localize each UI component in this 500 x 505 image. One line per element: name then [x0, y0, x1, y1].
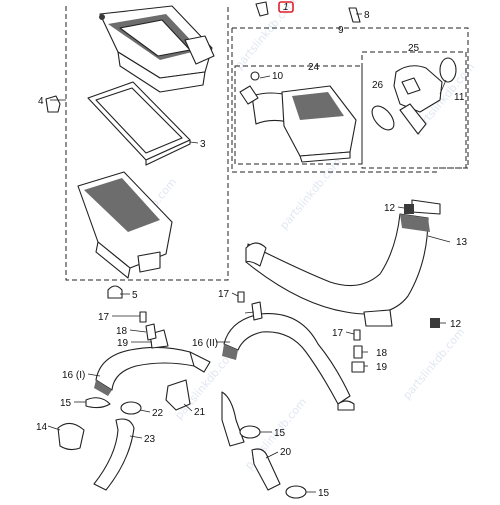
callout-17-right: 17: [332, 328, 344, 339]
stud-part-17: [237, 291, 245, 303]
hose-part-16-ii: [222, 313, 355, 411]
callout-14: 14: [36, 422, 48, 433]
callout-17-middle: 17: [218, 289, 230, 300]
clamp-part-22: [120, 401, 142, 415]
callout-21: 21: [194, 407, 206, 418]
highlight-box: [278, 1, 294, 13]
callout-4: 4: [38, 96, 44, 107]
callout-12-bottom: 12: [450, 319, 462, 330]
stud-part-17: [353, 329, 361, 341]
callout-18-left: 18: [116, 326, 128, 337]
callout-24: 24: [308, 62, 320, 73]
clamp-part-15: [239, 425, 261, 439]
watermark: partslinkdb.com: [277, 156, 344, 232]
leader-lines: [47, 13, 451, 493]
callout-15-bottom: 15: [318, 488, 330, 499]
callout-25: 25: [408, 43, 420, 54]
callout-8: 8: [364, 10, 370, 21]
stud-part-18: [353, 345, 363, 359]
resonator-assembly: [239, 71, 357, 163]
callout-3: 3: [200, 139, 206, 150]
callout-26: 26: [372, 80, 384, 91]
clip-part-1: [255, 1, 269, 17]
callout-19-left: 19: [117, 338, 129, 349]
grommet-part-4: [45, 95, 61, 113]
stud-part-18: [251, 301, 263, 321]
intake-duct-part-13: [245, 199, 441, 327]
hose-part-23: [93, 418, 135, 491]
throttle-body-assembly: [371, 57, 457, 135]
callout-18-right: 18: [376, 348, 388, 359]
callout-labels: 1 3 4 5 8 9 10 11 12 12 13 14 15 15 15 1…: [36, 2, 468, 499]
callout-13: 13: [456, 237, 468, 248]
callout-17-left: 17: [98, 312, 110, 323]
callout-11: 11: [454, 92, 465, 103]
callout-9: 9: [338, 25, 344, 36]
pin-part-8: [348, 7, 361, 23]
callout-20: 20: [280, 447, 292, 458]
clamp-part-15: [285, 485, 307, 499]
callout-5: 5: [132, 290, 138, 301]
stud-part-17: [139, 311, 147, 323]
clamp-part-15: [85, 397, 111, 409]
watermark: partslinkdb.com: [400, 326, 467, 402]
air-cleaner-group-box: [65, 6, 229, 281]
air-cleaner-lower-housing: [77, 171, 173, 279]
grommet-part-19: [351, 361, 365, 373]
air-cleaner-upper-housing: [99, 5, 215, 93]
callout-15-middle: 15: [274, 428, 286, 439]
hose-middle: [221, 391, 245, 447]
callout-16-i: 16 (I): [62, 370, 85, 381]
intake-group-box-9: [232, 27, 469, 169]
inlet-duct-part-14: [57, 422, 85, 451]
bracket-part-21: [165, 379, 191, 411]
throttle-group-box-25: [361, 51, 467, 169]
hose-part-20: [251, 448, 281, 491]
callout-1: 1: [283, 2, 289, 13]
callout-22: 22: [152, 408, 164, 419]
bolt-part-12: [430, 318, 440, 328]
callout-15-left: 15: [60, 398, 72, 409]
callout-19-right: 19: [376, 362, 388, 373]
intake-group-box-9-bottom: [231, 28, 438, 173]
air-filter-element: [87, 81, 191, 166]
callout-10: 10: [272, 71, 284, 82]
mounting-foot-part-5: [107, 285, 123, 299]
callout-12-top: 12: [384, 203, 396, 214]
callout-23: 23: [144, 434, 156, 445]
stud-part-18: [145, 323, 157, 341]
bolt-part-12: [404, 204, 414, 214]
callout-16-ii: 16 (II): [192, 338, 218, 349]
